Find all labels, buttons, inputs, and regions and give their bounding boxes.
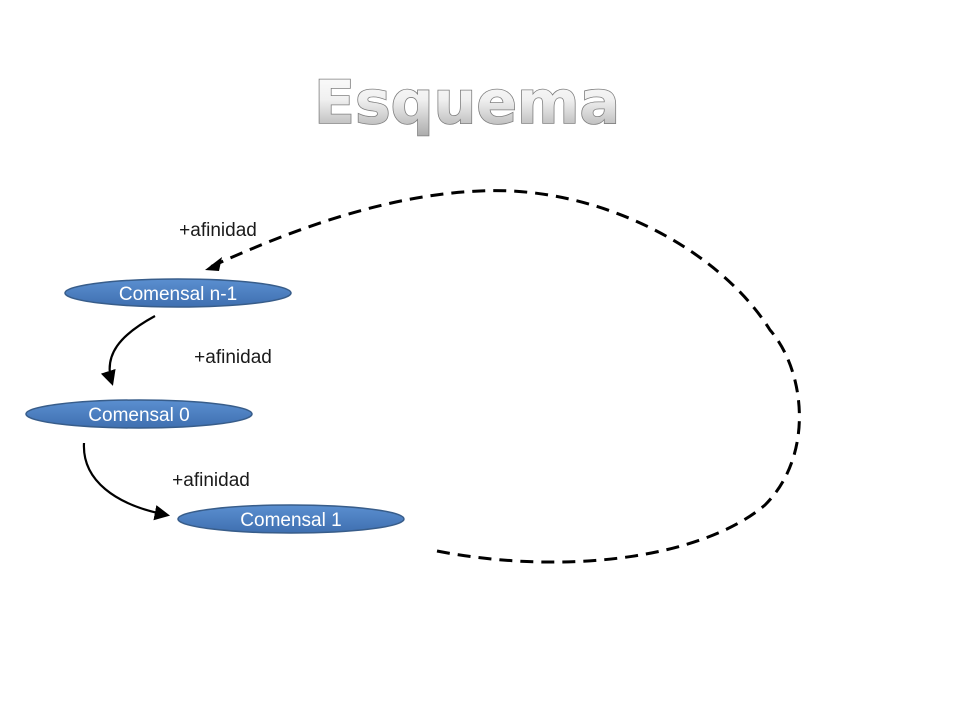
edge-0-to-1 <box>82 442 171 521</box>
slide-title: Esquema <box>314 68 620 138</box>
edge-label-0-to-1: +afinidad <box>172 470 250 491</box>
node-comensal-0[interactable]: Comensal 0 <box>25 399 253 429</box>
node-label: Comensal n-1 <box>119 284 237 305</box>
node-comensal-n-1[interactable]: Comensal n-1 <box>64 278 292 308</box>
node-comensal-1[interactable]: Comensal 1 <box>177 504 405 534</box>
node-shape <box>25 399 253 429</box>
node-shape <box>177 504 405 534</box>
edge-dashed-arrowhead <box>205 257 222 271</box>
edge-n1-to-0 <box>100 315 156 386</box>
node-label: Comensal 1 <box>240 510 341 531</box>
node-label: Comensal 0 <box>88 405 189 426</box>
edge-label-n1-to-0: +afinidad <box>194 347 272 368</box>
node-shape <box>64 278 292 308</box>
edge-dashed-return <box>207 189 801 564</box>
edge-label-return: +afinidad <box>179 220 257 241</box>
